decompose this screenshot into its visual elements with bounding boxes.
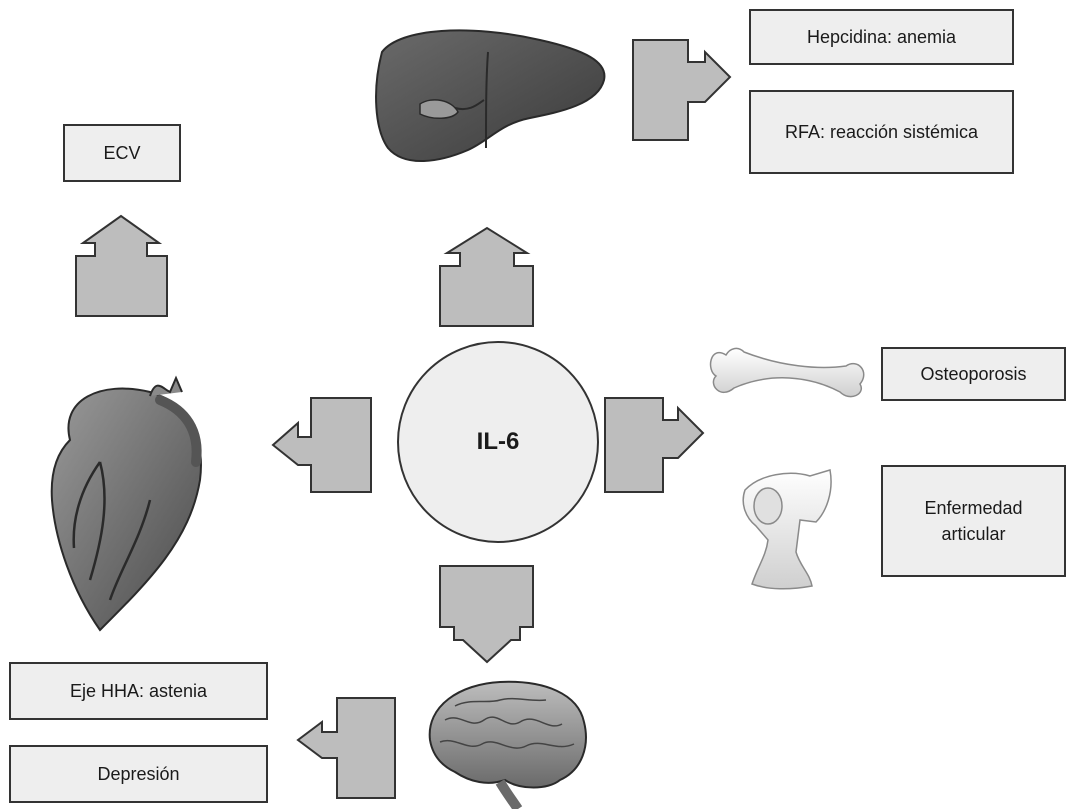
- bone-icon: [709, 347, 865, 398]
- effect-rfa-reaccion-sistemica: RFA: reacción sistémica: [749, 90, 1014, 174]
- effect-hepcidina-anemia: Hepcidina: anemia: [749, 9, 1014, 65]
- heart-icon: [50, 375, 202, 632]
- effect-depresion: Depresión: [9, 745, 268, 803]
- il6-label: IL-6: [476, 428, 520, 455]
- effect-osteoporosis: Osteoporosis: [881, 347, 1066, 401]
- arrow-to-heart: [271, 397, 372, 493]
- knee-joint-icon: [742, 469, 832, 590]
- liver-icon: [375, 29, 606, 162]
- arrow-to-bone-joint: [604, 397, 705, 493]
- effect-ecv: ECV: [63, 124, 181, 182]
- effect-enfermedad-articular: Enfermedad articular: [881, 465, 1066, 577]
- arrow-to-brain: [439, 565, 534, 664]
- il6-node: [397, 341, 599, 543]
- arrow-to-ecv: [75, 214, 168, 317]
- arrow-to-liver-effects: [632, 39, 732, 141]
- arrow-to-brain-effects: [296, 697, 396, 799]
- arrow-to-liver: [439, 226, 534, 327]
- effect-eje-hha-astenia: Eje HHA: astenia: [9, 662, 268, 720]
- brain-icon: [428, 680, 587, 809]
